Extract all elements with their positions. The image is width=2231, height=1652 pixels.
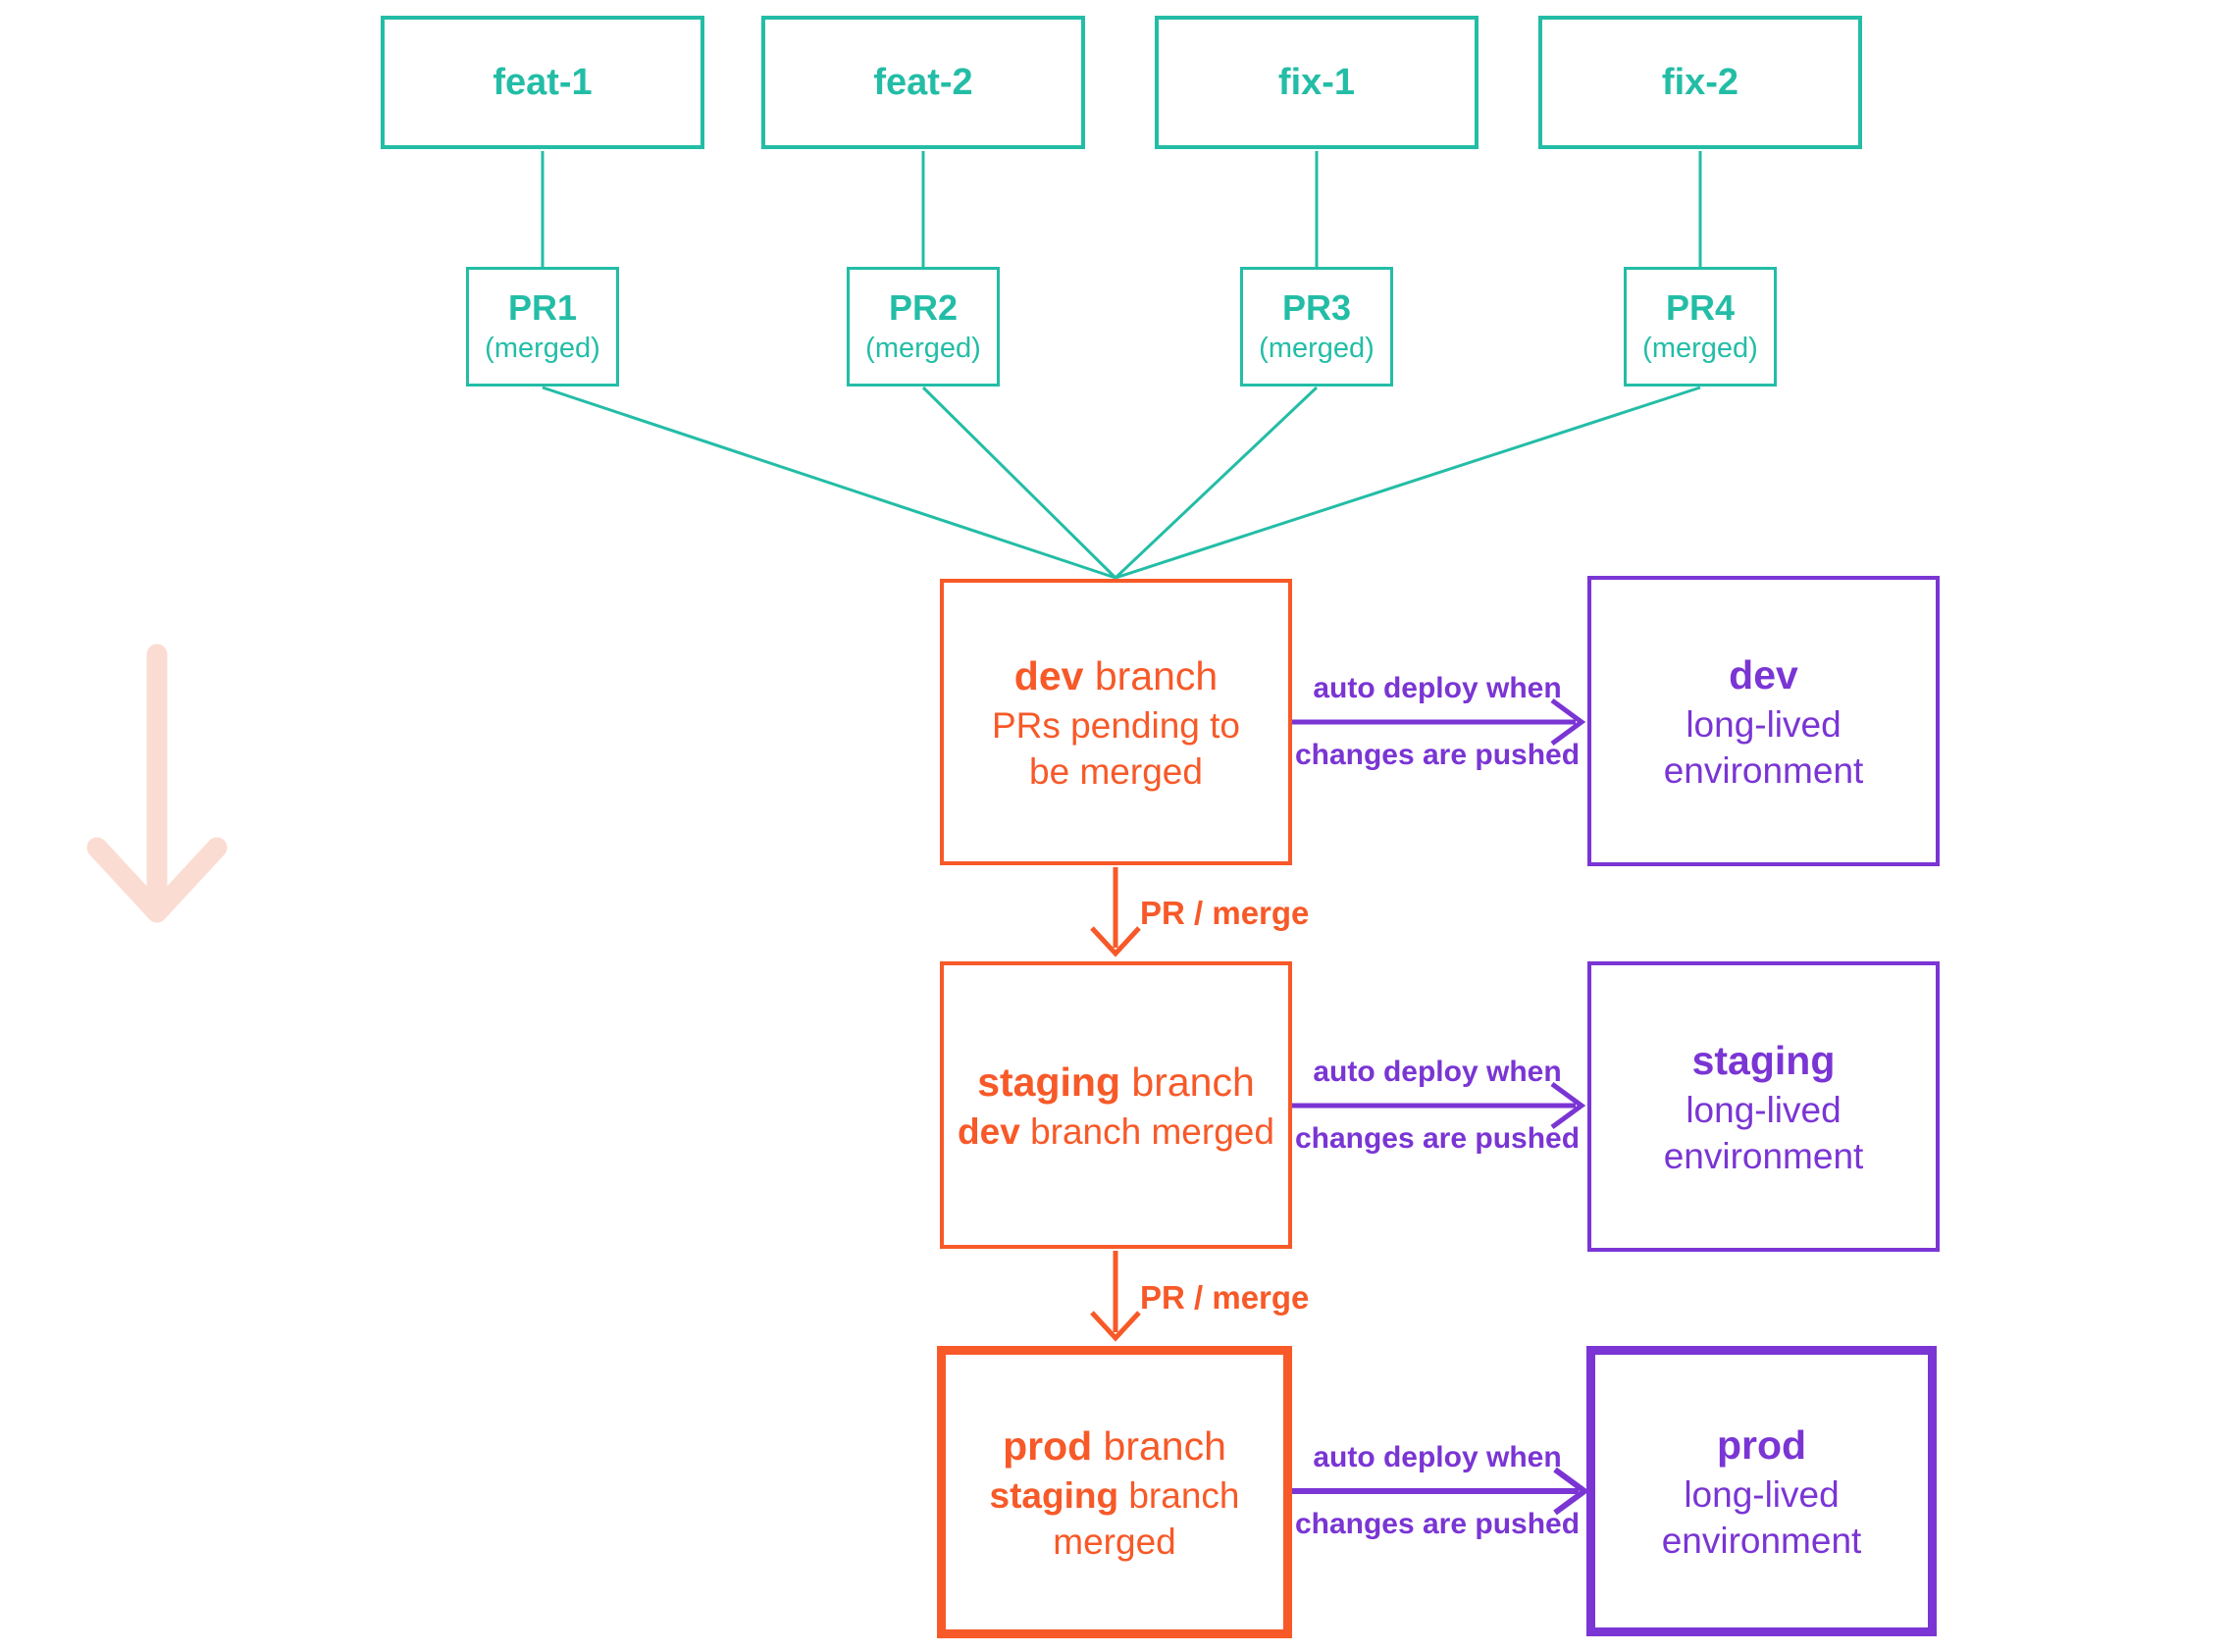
- env-desc-line: long-lived: [1686, 704, 1842, 745]
- branch-desc-line: PRs pending to: [991, 705, 1240, 746]
- node-label: feat-1: [493, 61, 593, 103]
- branch-desc-line: staging branch: [989, 1475, 1240, 1516]
- pr-status: (merged): [485, 333, 600, 364]
- deploy-label-dev-line1: auto deploy when: [1313, 672, 1562, 704]
- branch-title: dev branch: [1013, 653, 1219, 698]
- deploy-label-prod-line2: changes are pushed: [1294, 1508, 1581, 1540]
- connector-pr2-dev: [921, 386, 1117, 580]
- env-desc-line: environment: [1661, 1521, 1862, 1561]
- node-label: fix-1: [1277, 61, 1356, 103]
- merge-label-staging-prod: PR / merge: [1140, 1279, 1310, 1316]
- node-prod-branch: prod branch staging branch merged: [937, 1346, 1292, 1638]
- merge-label-dev-staging: PR / merge: [1140, 895, 1310, 931]
- pr-title: PR1: [507, 287, 578, 328]
- deploy-label-staging-line1: auto deploy when: [1313, 1056, 1562, 1088]
- pr-title: PR2: [888, 287, 959, 328]
- pr-status: (merged): [1642, 333, 1758, 364]
- node-prod-environment: prod long-lived environment: [1586, 1346, 1937, 1636]
- arrow-staging-to-prod: [1090, 1251, 1141, 1342]
- node-fix-2: fix-2: [1538, 16, 1862, 149]
- deploy-label-staging-line2: changes are pushed: [1294, 1122, 1581, 1155]
- arrow-dev-to-staging: [1090, 867, 1141, 957]
- node-dev-environment: dev long-lived environment: [1587, 576, 1940, 866]
- env-desc-line: long-lived: [1684, 1474, 1840, 1515]
- connector-pr3-dev: [1114, 386, 1319, 580]
- deploy-label-dev-line2: changes are pushed: [1294, 739, 1581, 771]
- node-pr4: PR4 (merged): [1624, 267, 1777, 387]
- node-pr3: PR3 (merged): [1240, 267, 1393, 387]
- node-fix-1: fix-1: [1155, 16, 1479, 149]
- node-pr1: PR1 (merged): [466, 267, 619, 387]
- node-feat-1: feat-1: [381, 16, 704, 149]
- deploy-label-prod-line1: auto deploy when: [1313, 1441, 1562, 1473]
- node-pr2: PR2 (merged): [847, 267, 1000, 387]
- branch-desc-line: be merged: [1029, 751, 1203, 792]
- pr-status: (merged): [865, 333, 981, 364]
- branch-title: staging branch: [977, 1059, 1255, 1105]
- connector-pr1-dev: [542, 386, 1116, 580]
- node-staging-environment: staging long-lived environment: [1587, 961, 1940, 1252]
- env-title: prod: [1716, 1422, 1807, 1468]
- env-desc-line: environment: [1663, 750, 1864, 791]
- env-title: staging: [1691, 1038, 1836, 1083]
- env-desc-line: environment: [1663, 1136, 1864, 1176]
- branch-desc-line: dev branch merged: [958, 1111, 1274, 1152]
- connector-pr4-dev: [1115, 386, 1701, 580]
- node-label: fix-2: [1661, 61, 1739, 103]
- node-label: feat-2: [873, 61, 973, 103]
- branch-desc-line: merged: [1053, 1522, 1176, 1562]
- pr-title: PR3: [1281, 287, 1352, 328]
- node-staging-branch: staging branch dev branch merged: [940, 961, 1292, 1249]
- pr-title: PR4: [1665, 287, 1736, 328]
- node-dev-branch: dev branch PRs pending to be merged: [940, 579, 1292, 865]
- env-title: dev: [1729, 652, 1798, 697]
- pr-status: (merged): [1259, 333, 1375, 364]
- flow-direction-arrow-icon: [86, 644, 228, 923]
- env-desc-line: long-lived: [1686, 1090, 1842, 1130]
- node-feat-2: feat-2: [761, 16, 1085, 149]
- branch-title: prod branch: [1003, 1423, 1226, 1469]
